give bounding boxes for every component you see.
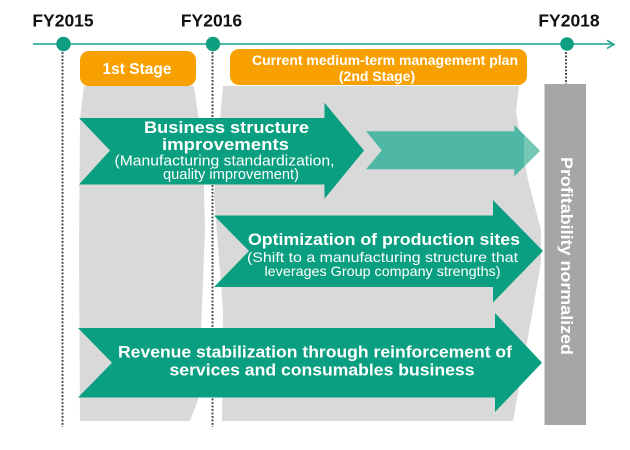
svg-text:Profitability normalized: Profitability normalized <box>557 157 576 355</box>
svg-text:improvements: improvements <box>162 135 289 154</box>
svg-text:Business structure: Business structure <box>144 118 309 137</box>
svg-text:1st Stage: 1st Stage <box>103 61 172 78</box>
svg-text:FY2016: FY2016 <box>181 11 243 31</box>
svg-text:FY2015: FY2015 <box>32 11 94 31</box>
svg-text:Current medium-term management: Current medium-term management plan <box>252 52 518 68</box>
svg-text:quality improvement): quality improvement) <box>163 167 299 183</box>
svg-text:services and consumables busin: services and consumables business <box>170 362 475 380</box>
svg-text:(2nd Stage): (2nd Stage) <box>339 68 415 84</box>
svg-text:(Shift to a manufacturing stru: (Shift to a manufacturing structure that <box>247 249 518 265</box>
svg-text:leverages Group company streng: leverages Group company strengths) <box>265 263 501 279</box>
svg-text:FY2018: FY2018 <box>538 11 600 31</box>
svg-text:Revenue stabilization through: Revenue stabilization through reinforcem… <box>118 344 513 362</box>
svg-text:(Manufacturing standardization: (Manufacturing standardization, <box>115 154 335 170</box>
svg-text:Optimization of production sit: Optimization of production sites <box>248 230 520 249</box>
